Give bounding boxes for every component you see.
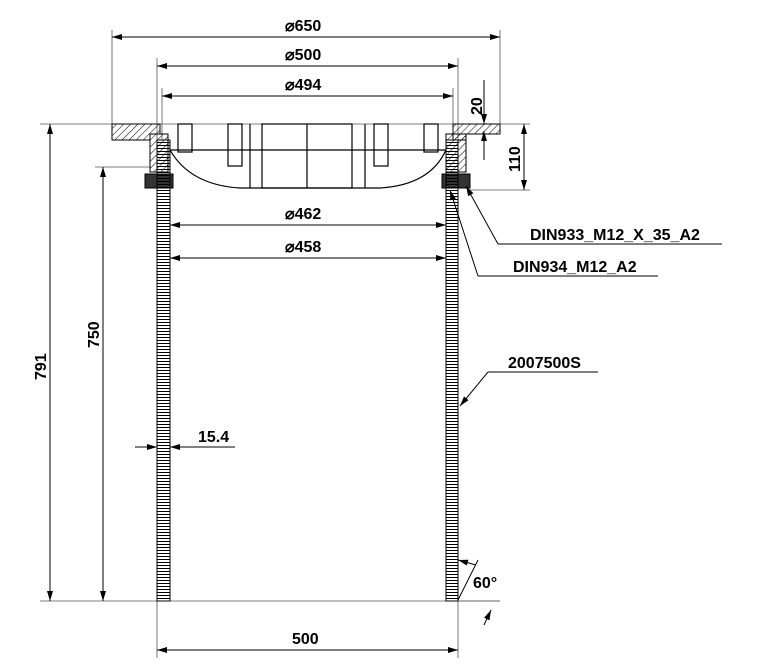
dimension-wall: 15.4 (135, 429, 235, 450)
bolt-label: DIN933_M12_X_35_A2 (530, 227, 700, 244)
dimension-h791: 791 (33, 124, 53, 601)
dimension-h750: 750 (86, 167, 106, 601)
leader-bolt: DIN933_M12_X_35_A2 (465, 185, 722, 245)
dimension-label: 750 (86, 321, 103, 348)
pipe-wall-right (445, 139, 459, 602)
dimension-d462: ⌀462 (170, 206, 446, 228)
dimension-label: ⌀500 (285, 47, 321, 64)
nut-label: DIN934_M12_A2 (513, 259, 637, 276)
dimension-d494: ⌀494 (162, 77, 453, 99)
pipe-wall-left (156, 139, 171, 602)
dimension-label: 791 (33, 353, 50, 380)
dimension-label: 60° (473, 575, 497, 592)
dimension-label: 20 (469, 97, 486, 115)
dimension-angle: 60° (457, 559, 500, 626)
dimension-w500-bottom: 500 (157, 631, 458, 653)
leader-nut: DIN934_M12_A2 (449, 189, 658, 277)
dimension-d650: ⌀650 (112, 18, 500, 40)
dimension-d500-top: ⌀500 (157, 47, 458, 69)
dimension-label: 110 (507, 146, 524, 172)
dimension-h110: 110 (507, 124, 527, 190)
dimension-label: ⌀494 (285, 77, 321, 94)
dimension-label: ⌀458 (285, 239, 321, 256)
dimension-label: 500 (292, 631, 319, 648)
dimension-label: ⌀650 (285, 18, 321, 35)
dimension-label: ⌀462 (285, 206, 321, 223)
dimension-h20: 20 (469, 80, 487, 160)
dimension-d458: ⌀458 (170, 239, 446, 261)
leader-pipe: 2007500S (459, 355, 598, 407)
pipe-label: 2007500S (508, 355, 581, 372)
dimension-label: 15.4 (198, 429, 229, 446)
